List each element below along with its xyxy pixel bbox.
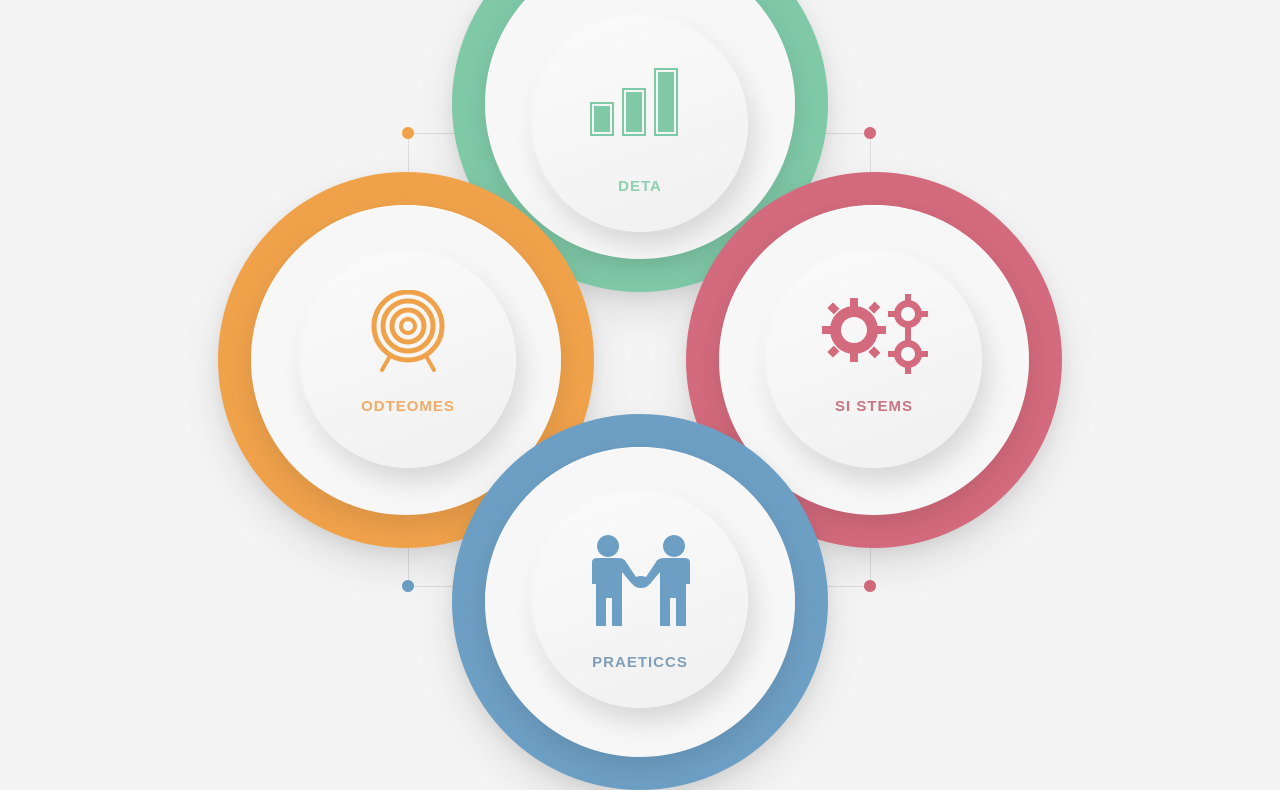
gears-icon [822, 294, 928, 374]
connector-dot-bottom-right [864, 580, 876, 592]
connector-dot-bottom-left [402, 580, 414, 592]
node-outcomes: ODTEOMES [218, 172, 594, 548]
node-systems: SI STEMS [686, 172, 1062, 548]
node-systems-label: SI STEMS [834, 398, 913, 415]
node-systems-inner: SI STEMS [766, 252, 982, 468]
diagram-canvas: DETA ODTEOMES [218, 0, 1062, 790]
connector-dot-top-left [402, 127, 414, 139]
node-outcomes-inner: ODTEOMES [300, 252, 516, 468]
node-practices: PRAETICCS [452, 414, 828, 790]
node-data-label: DETA [618, 178, 662, 195]
node-data-inner: DETA [532, 16, 748, 232]
node-practices-inner: PRAETICCS [532, 492, 748, 708]
node-practices-label: PRAETICCS [592, 654, 688, 671]
node-outcomes-label: ODTEOMES [361, 398, 455, 415]
connector-dot-top-right [864, 127, 876, 139]
handshake-icon [592, 535, 690, 626]
bar-chart-icon [590, 68, 678, 136]
target-icon [371, 290, 445, 372]
